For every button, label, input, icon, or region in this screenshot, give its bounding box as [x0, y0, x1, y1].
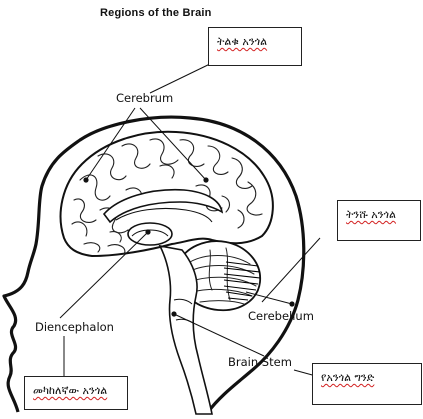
brain-stem-dot: [171, 311, 176, 316]
cerebrum-right-dot: [203, 177, 208, 182]
cerebrum-left-dot: [83, 177, 88, 182]
translation-box-cerebrum: ትልቁ አንጎል: [208, 27, 302, 66]
cerebellum-dot: [289, 301, 294, 306]
translation-box-diencephalon: መካከለኛው አንጎል: [24, 376, 128, 410]
translation-cerebellum-text: ትንሹ አንጎል: [346, 208, 396, 222]
translation-box-brain-stem: የአንጎል ግንድ: [312, 363, 422, 405]
diencephalon-dot: [145, 229, 150, 234]
translation-box-cerebellum: ትንሹ አንጎል: [337, 200, 421, 241]
label-cerebrum: Cerebrum: [116, 91, 173, 105]
translation-diencephalon-text: መካከለኛው አንጎል: [33, 384, 107, 398]
cerebellum-box-connector: [262, 238, 320, 302]
label-diencephalon: Diencephalon: [35, 320, 114, 334]
label-brain-stem: Brain Stem: [228, 355, 292, 369]
translation-cerebrum-text: ትልቁ አንጎል: [217, 35, 267, 49]
cerebrum-box-connector: [150, 62, 214, 93]
translation-brain-stem-text: የአንጎል ግንድ: [321, 371, 374, 385]
label-cerebellum: Cerebellum: [248, 309, 314, 323]
